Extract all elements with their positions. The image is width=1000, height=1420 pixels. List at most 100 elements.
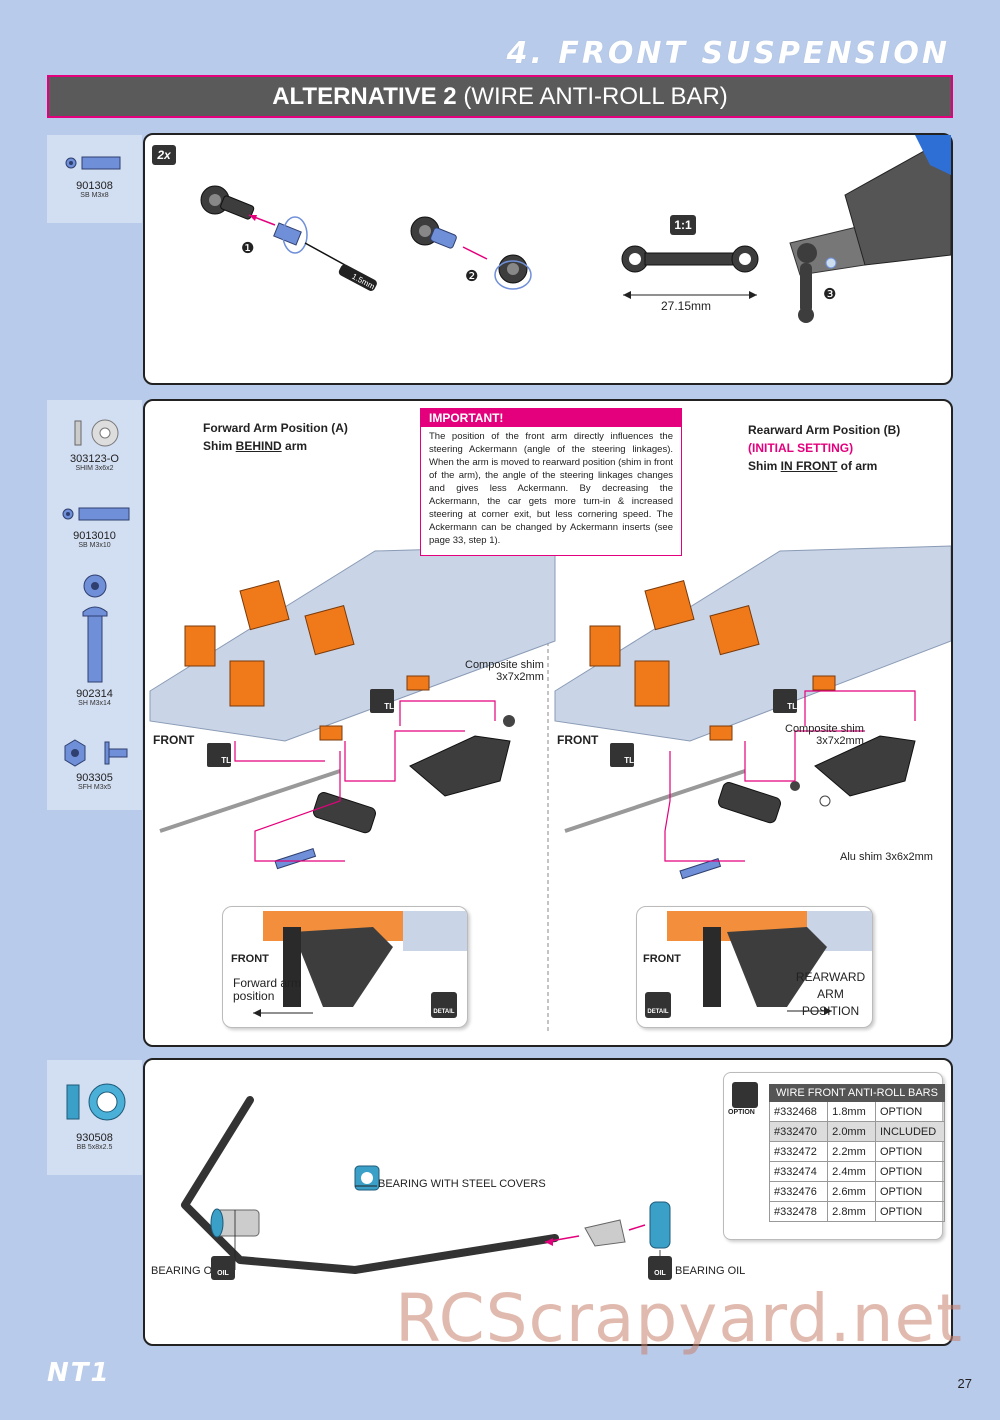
rearward-arm-subtitle: Shim IN FRONT of arm [748,459,877,473]
part-903305: 903305 SFH M3x5 [47,772,142,791]
flat-head-screw-icon [64,739,128,767]
threadlock-icon: TL [370,689,394,713]
part-902314: 902314 SH M3x14 [47,688,142,707]
status-cell: INCLUDED [874,1121,945,1142]
composite-shim-right-label: Composite shim 3x7x2mm [785,723,864,747]
size-cell: 2.4mm [827,1161,876,1182]
detail-diagram [253,911,467,1017]
detail-front-label: FRONT [643,953,681,965]
part-cell: #332468 [768,1101,829,1122]
part-desc: SH M3x14 [78,700,111,707]
part-cell: #332470 [768,1121,829,1142]
threadlock-icon: TL [207,743,231,767]
forward-arm-subtitle: Shim BEHIND arm [203,439,307,453]
option-icon [732,1082,758,1108]
sub-post: arm [281,439,308,453]
ball-end-assembly-diagram [200,135,951,323]
shim-icon [74,419,119,447]
part-cell: #332472 [768,1141,829,1162]
watermark: RCScrapyard.net [395,1280,963,1357]
table-row: #332478 2.8mm OPTION [768,1201,945,1222]
size-cell: 2.6mm [827,1181,876,1202]
table-row: #332468 1.8mm OPTION [768,1101,945,1122]
detail-callout-forward: FRONT Forward arm position DETAIL [222,906,468,1028]
size-cell: 2.2mm [827,1141,876,1162]
initial-setting-label: (INITIAL SETTING) [748,441,854,455]
table-row: #332476 2.6mm OPTION [768,1181,945,1202]
oil-icon: OIL [648,1256,672,1280]
parts-sidebar-3: 930508 BB 5x8x2.5 [47,1060,142,1175]
part-desc: BB 5x8x2.5 [76,1144,113,1151]
part-901308: 901308 SB M3x8 [47,180,142,199]
linkage-length-label: 27.15mm [661,299,712,313]
bearing-oil-right-label: BEARING OIL [675,1265,746,1277]
important-note: IMPORTANT! The position of the front arm… [420,408,682,556]
status-cell: OPTION [874,1201,945,1222]
bearing-oil-left-label: BEARING OIL [151,1265,222,1277]
sub-underlined: IN FRONT [780,459,838,473]
alu-shim-label: Alu shim 3x6x2mm [840,851,933,863]
screw-icon [65,156,121,170]
table-header: WIRE FRONT ANTI-ROLL BARS [769,1084,945,1102]
title-bold: ALTERNATIVE 2 [272,83,457,110]
parts-sidebar-1: 901308 SB M3x8 [47,135,142,223]
important-body: The position of the front arm directly i… [429,431,673,546]
part-cell: #332476 [768,1181,829,1202]
part-code: 303123-O [70,453,119,465]
step-panel-ball-ends: 2x ❶ 1.5mm ❷ [143,133,953,385]
threadlock-icon: TL [610,743,634,767]
size-cell: 1.8mm [827,1101,876,1122]
footer-logo: NT1 [47,1358,111,1388]
title-rest: (WIRE ANTI-ROLL BAR) [456,83,728,110]
size-cell: 2.0mm [827,1121,876,1142]
arm-position-diagram [149,545,951,1031]
part-code: 903305 [76,772,113,784]
ratio-badge: 1:1 [670,215,696,235]
important-heading: IMPORTANT! [421,409,681,427]
button-head-screw-icon [82,574,108,683]
section-header: 4. FRONT SUSPENSION [506,36,950,71]
detail-front-label: FRONT [231,953,269,965]
part-desc: SB M3x8 [80,192,109,199]
title-bar: ALTERNATIVE 2 (WIRE ANTI-ROLL BAR) [47,75,953,118]
detail-caption: Forward arm position [233,976,302,1003]
table-row: #332474 2.4mm OPTION [768,1161,945,1182]
sub-post: of arm [837,459,878,473]
front-label-right: FRONT [557,733,599,747]
part-code: 902314 [76,688,113,700]
table-row: #332472 2.2mm OPTION [768,1141,945,1162]
front-label-left: FRONT [153,733,195,747]
composite-shim-left-label: Composite shim 3x7x2mm [465,659,544,683]
table-row: #332470 2.0mm INCLUDED [768,1121,945,1142]
part-930508: 930508 BB 5x8x2.5 [47,1132,142,1151]
ball-bearing-icon [66,1083,126,1121]
threadlock-icon: TL [773,689,797,713]
rearward-arm-title: Rearward Arm Position (B) [748,423,901,437]
detail-callout-rearward: FRONT REARWARD ARM POSITION DETAIL [636,906,873,1028]
part-desc: SHIM 3x6x2 [75,465,114,472]
parts-sidebar-2: 303123-O SHIM 3x6x2 9013010 SB M3x10 902… [47,400,142,810]
oil-icon: OIL [211,1256,235,1280]
page-number: 27 [957,1376,972,1391]
forward-arm-title: Forward Arm Position (A) [203,421,348,435]
option-icon-label: OPTION [728,1109,755,1116]
step-panel-arm-position: Forward Arm Position (A) Shim BEHIND arm… [143,399,953,1047]
quantity-badge: 2x [152,145,176,165]
part-9013010: 9013010 SB M3x10 [47,530,142,549]
detail-caption: REARWARD ARM POSITION [795,970,866,1018]
size-cell: 2.8mm [827,1201,876,1222]
anti-roll-bar-table: WIRE FRONT ANTI-ROLL BARS #332468 1.8mm … [768,1084,945,1222]
part-desc: SB M3x10 [78,542,111,549]
sub-underlined: BEHIND [235,439,282,453]
part-desc: SFH M3x5 [77,784,112,791]
detail-icon: DETAIL [645,992,671,1018]
detail-icon: DETAIL [431,992,457,1018]
bearing-label: BEARING WITH STEEL COVERS [378,1178,546,1190]
part-code: 901308 [76,180,113,192]
screw-icon [62,507,130,521]
detail-diagram [667,911,872,1015]
sub-pre: Shim [748,459,781,473]
status-cell: OPTION [874,1141,945,1162]
status-cell: OPTION [874,1101,945,1122]
part-code: 9013010 [73,530,116,542]
